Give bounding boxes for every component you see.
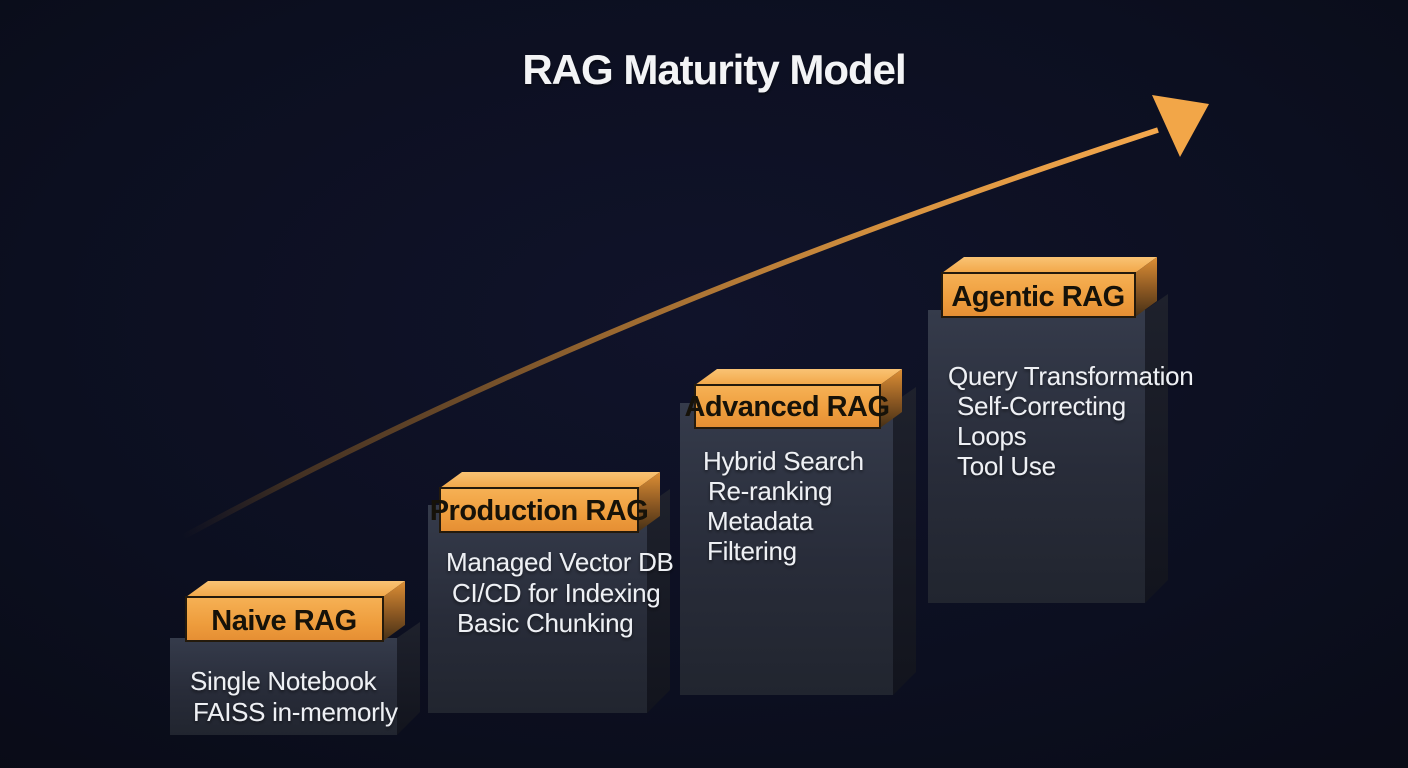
pillar-body-side [1145,294,1168,603]
pillar-label: Advanced RAG [684,391,889,423]
pillar-body-front [928,310,1145,603]
feature-line: Managed Vector DB [446,547,674,577]
pillar-agentic-rag: Agentic RAG Query Transformation Self-Co… [928,257,1194,603]
pillar-cap-front [941,272,1136,318]
feature-line: Single Notebook [190,666,378,696]
pillar-body-side [893,387,916,695]
feature-line: CI/CD for Indexing [452,578,660,608]
feature-line: Basic Chunking [457,608,633,638]
arrow-shaft [181,127,1159,540]
pillar-label: Production RAG [430,495,649,527]
pillar-cap-side [638,472,660,532]
pillar-body-front [680,403,893,695]
pillar-label: Naive RAG [211,605,356,637]
pillar-body-front [428,505,647,713]
feature-line: Query Transformation [948,361,1193,391]
pillar-cap-side [383,581,405,641]
feature-line: Filtering [707,536,797,566]
pillar-cap-front [694,384,881,429]
feature-line: Loops [957,421,1027,451]
pillar-cap-top [440,472,660,488]
pillar-cap-side [1135,257,1157,317]
pillar-production-rag: Production RAG Managed Vector DB CI/CD f… [428,472,674,713]
pillar-label: Agentic RAG [951,281,1124,313]
pillar-cap-front [439,487,639,533]
feature-line: Hybrid Search [703,446,864,476]
feature-line: Self-Correcting [957,391,1126,421]
arrow-head [1152,95,1209,157]
feature-line: Tool Use [957,451,1056,481]
pillar-body-side [647,489,670,713]
pillar-advanced-rag: Advanced RAG Hybrid Search Re-ranking Me… [680,369,916,695]
pillar-body-side [397,622,420,735]
pillar-cap-top [186,581,405,597]
feature-line: Metadata [707,506,814,536]
growth-arrow-icon [181,95,1209,540]
diagram-title: RAG Maturity Model [522,46,905,93]
pillar-cap-side [880,369,902,428]
pillar-cap-top [942,257,1157,273]
pillar-body-front [170,638,397,735]
pillar-naive-rag: Naive RAG Single Notebook FAISS in-memor… [170,581,420,735]
feature-line: FAISS in-memorly [193,697,398,727]
pillar-cap-top [695,369,902,385]
feature-line: Re-ranking [708,476,832,506]
pillar-cap-front [185,596,384,642]
